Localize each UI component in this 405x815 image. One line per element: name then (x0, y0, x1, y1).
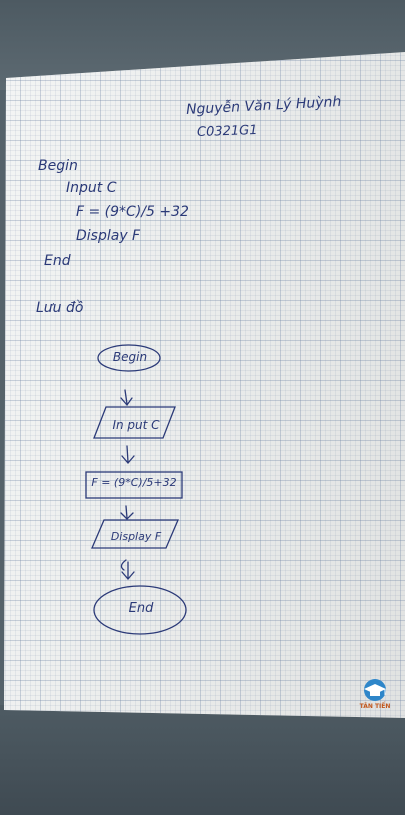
pseudocode-line-5: End (44, 253, 71, 269)
process-box (85, 471, 183, 499)
end-label: End (128, 601, 154, 616)
process-label: F = (9*C)/5+32 (91, 476, 177, 489)
arrow-1-head (120, 397, 133, 407)
arrow-4-head (121, 571, 135, 580)
end-terminal (93, 585, 187, 635)
arrow-2-head (121, 455, 135, 464)
arrow-4-curl (120, 559, 127, 571)
start-label: Begin (112, 350, 148, 364)
arrow-3 (125, 505, 128, 519)
watermark-text: TÂN TIẾN (359, 703, 391, 710)
output-label: Display F (110, 530, 162, 543)
arrow-1 (124, 389, 128, 405)
start-terminal (97, 344, 161, 372)
watermark-logo-icon (364, 679, 386, 701)
input-label: In put C (112, 418, 160, 432)
arrow-3-head (120, 512, 134, 520)
arrow-2 (126, 445, 129, 463)
input-parallelogram (93, 406, 176, 439)
pseudocode-line-4: Display F (76, 228, 141, 244)
pseudocode-line-1: Begin (38, 158, 78, 174)
flowchart-heading: Lưu đồ (36, 300, 84, 316)
pseudocode-line-3: F = (9*C)/5 +32 (76, 204, 189, 220)
pseudocode-line-2: Input C (66, 180, 117, 196)
background-bottom (0, 705, 405, 815)
output-parallelogram (91, 519, 179, 549)
